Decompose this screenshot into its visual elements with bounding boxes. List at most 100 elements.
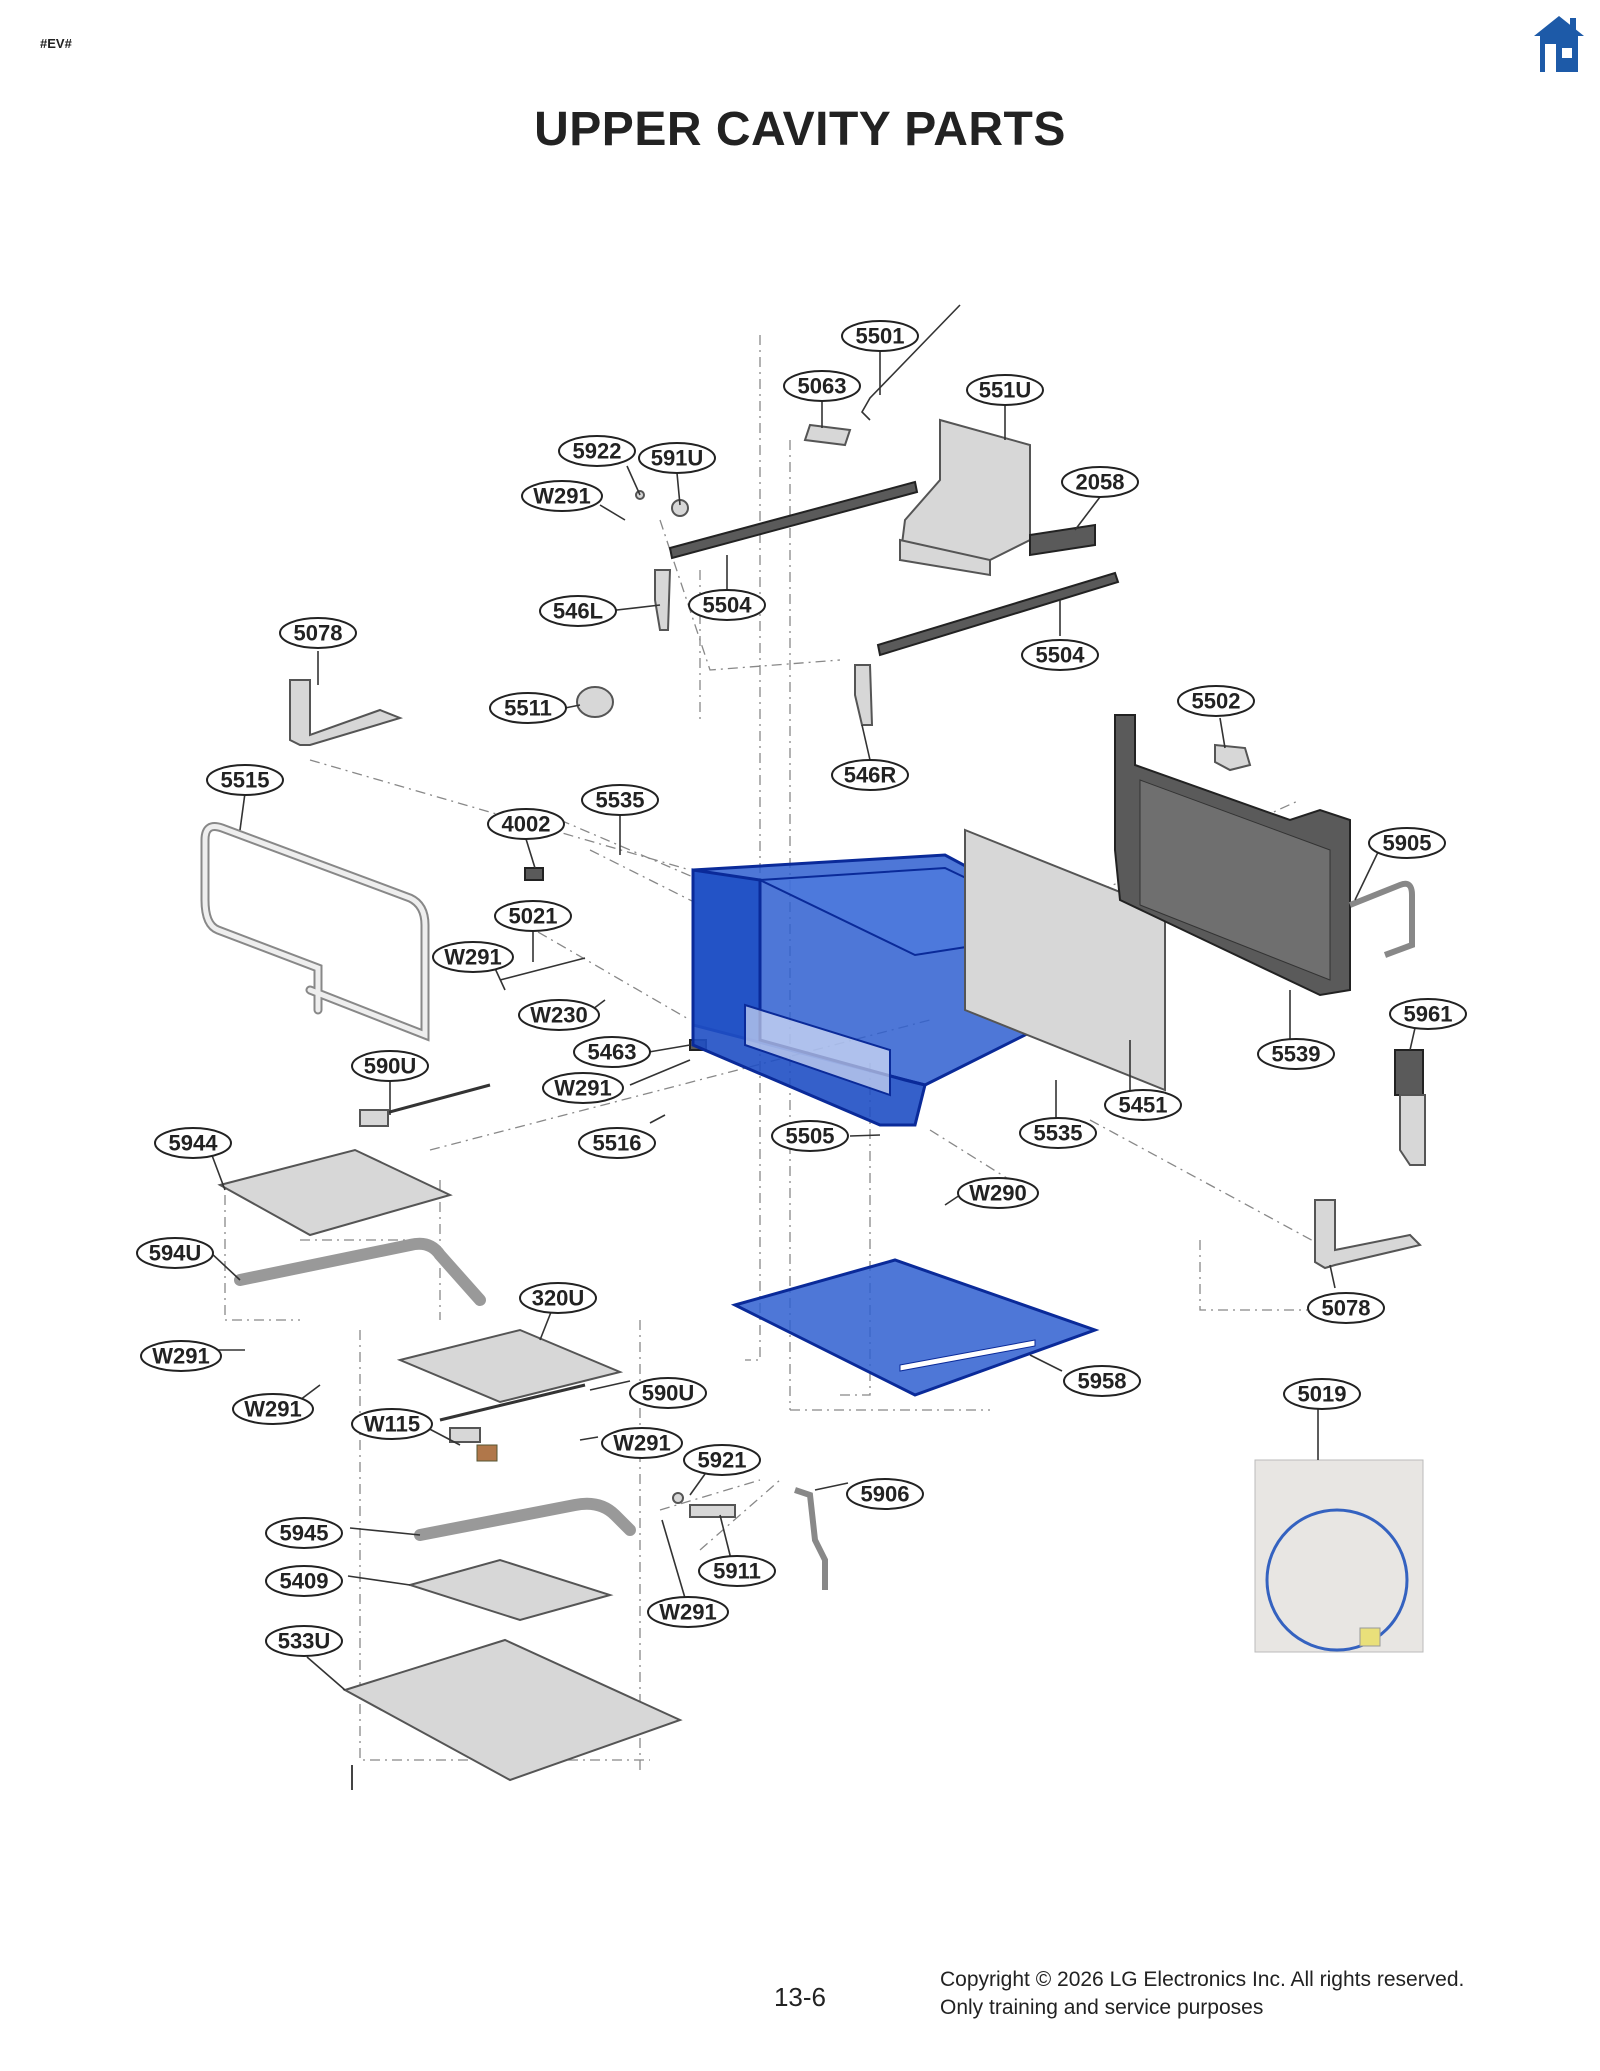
svg-text:W115: W115 (364, 1412, 420, 1437)
callout-5078-b: 5078 (1307, 1292, 1385, 1324)
callout-5063: 5063 (783, 370, 861, 402)
callout-546L: 546L (539, 595, 617, 627)
svg-text:546L: 546L (553, 599, 603, 624)
leader-lines (209, 351, 1416, 1691)
callout-590U-b: 590U (629, 1377, 707, 1409)
callout-5515: 5515 (206, 764, 284, 796)
callout-5944: 5944 (154, 1127, 232, 1159)
callout-W291-f: W291 (601, 1427, 683, 1459)
svg-text:551U: 551U (979, 378, 1032, 403)
callout-W291-b: W291 (432, 941, 514, 973)
svg-text:5535: 5535 (596, 788, 645, 813)
copyright-line-1: Copyright © 2026 LG Electronics Inc. All… (940, 1968, 1465, 1991)
callout-5905: 5905 (1368, 827, 1446, 859)
svg-text:W291: W291 (152, 1344, 209, 1369)
copyright-notice: Copyright © 2026 LG Electronics Inc. All… (940, 1966, 1464, 2022)
part-shapes (200, 304, 1426, 1790)
callout-4002: 4002 (487, 808, 565, 840)
svg-text:5961: 5961 (1404, 1002, 1453, 1027)
callout-5511: 5511 (489, 692, 567, 724)
callout-5451: 5451 (1104, 1089, 1182, 1121)
callout-5409: 5409 (265, 1565, 343, 1597)
callout-W291-d: W291 (140, 1340, 222, 1372)
svg-text:5922: 5922 (573, 439, 622, 464)
callout-5535-a: 5535 (581, 784, 659, 816)
callout-5921: 5921 (683, 1444, 761, 1476)
svg-text:W291: W291 (533, 484, 590, 509)
svg-text:5945: 5945 (280, 1521, 329, 1546)
callout-320U: 320U (519, 1282, 597, 1314)
callout-W115: W115 (351, 1408, 433, 1440)
callout-W291-a: W291 (521, 480, 603, 512)
callout-591U: 591U (638, 442, 716, 474)
svg-text:2058: 2058 (1076, 470, 1125, 495)
callout-W291-e: W291 (232, 1393, 314, 1425)
svg-text:4002: 4002 (502, 812, 551, 837)
svg-text:W291: W291 (444, 945, 501, 970)
svg-text:5063: 5063 (798, 374, 847, 399)
svg-text:5409: 5409 (280, 1569, 329, 1594)
svg-text:5921: 5921 (698, 1448, 747, 1473)
svg-text:5905: 5905 (1383, 831, 1432, 856)
svg-text:590U: 590U (642, 1381, 695, 1406)
callout-590U-a: 590U (351, 1050, 429, 1082)
page-number: 13-6 (773, 1982, 827, 2012)
document-tag: #EV# (40, 36, 72, 51)
svg-text:5535: 5535 (1034, 1121, 1083, 1146)
callout-W230: W230 (518, 999, 600, 1031)
svg-text:5502: 5502 (1192, 689, 1241, 714)
svg-text:5451: 5451 (1119, 1093, 1168, 1118)
svg-text:W291: W291 (244, 1397, 301, 1422)
svg-text:W290: W290 (969, 1181, 1026, 1206)
callout-5945: 5945 (265, 1517, 343, 1549)
callout-5911: 5911 (698, 1555, 776, 1587)
svg-text:5539: 5539 (1272, 1042, 1321, 1067)
callout-551U: 551U (966, 374, 1044, 406)
svg-text:W291: W291 (613, 1431, 670, 1456)
callout-5504-b: 5504 (1021, 639, 1099, 671)
callout-5906: 5906 (846, 1478, 924, 1510)
callout-5463: 5463 (573, 1036, 651, 1068)
svg-text:320U: 320U (532, 1286, 585, 1311)
svg-text:5078: 5078 (294, 621, 343, 646)
callout-5504-a: 5504 (688, 589, 766, 621)
callout-W291-g: W291 (647, 1596, 729, 1628)
callout-W291-c: W291 (542, 1072, 624, 1104)
svg-text:W291: W291 (659, 1600, 716, 1625)
callout-5516: 5516 (578, 1127, 656, 1159)
svg-text:5078: 5078 (1322, 1296, 1371, 1321)
part-callouts: 5501 5063 551U 5922 591U W291 2058 546L … (136, 320, 1467, 1657)
svg-text:5463: 5463 (588, 1040, 637, 1065)
svg-text:594U: 594U (149, 1241, 202, 1266)
callout-5502: 5502 (1177, 685, 1255, 717)
callout-5958: 5958 (1063, 1365, 1141, 1397)
copyright-line-2: Only training and service purposes (940, 1996, 1264, 2019)
callout-2058: 2058 (1061, 466, 1139, 498)
svg-text:590U: 590U (364, 1054, 417, 1079)
svg-text:533U: 533U (278, 1629, 331, 1654)
svg-text:5021: 5021 (509, 904, 558, 929)
svg-text:5501: 5501 (856, 324, 905, 349)
svg-text:5019: 5019 (1298, 1382, 1347, 1407)
svg-text:5511: 5511 (504, 696, 552, 721)
callout-5078-a: 5078 (279, 617, 357, 649)
svg-text:5504: 5504 (703, 593, 753, 618)
callout-5961: 5961 (1389, 998, 1467, 1030)
svg-text:5944: 5944 (169, 1131, 219, 1156)
svg-text:5906: 5906 (861, 1482, 910, 1507)
home-icon[interactable] (1532, 14, 1586, 76)
callout-5021: 5021 (494, 900, 572, 932)
svg-text:5515: 5515 (221, 768, 270, 793)
svg-text:546R: 546R (844, 763, 897, 788)
callout-5539: 5539 (1257, 1038, 1335, 1070)
svg-text:5505: 5505 (786, 1124, 835, 1149)
callout-5501: 5501 (841, 320, 919, 352)
svg-text:W230: W230 (530, 1003, 587, 1028)
callout-W290: W290 (957, 1177, 1039, 1209)
svg-text:W291: W291 (554, 1076, 611, 1101)
callout-546R: 546R (831, 759, 909, 791)
svg-text:5504: 5504 (1036, 643, 1086, 668)
svg-text:5958: 5958 (1078, 1369, 1127, 1394)
page-title: UPPER CAVITY PARTS (534, 103, 1066, 156)
